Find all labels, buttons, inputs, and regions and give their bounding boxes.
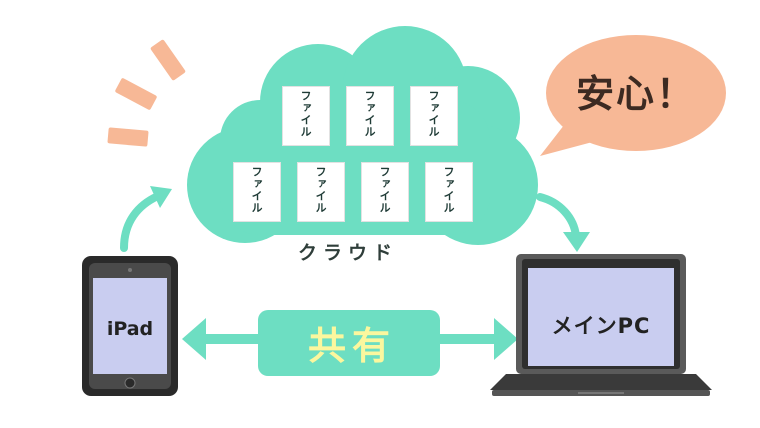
file-tile: ファイル bbox=[297, 162, 345, 222]
cloud-label: クラウド bbox=[298, 242, 399, 264]
share-arrow bbox=[182, 310, 518, 376]
download-arrow bbox=[536, 193, 590, 252]
pc-label: メインPC bbox=[551, 314, 651, 338]
burst-lines bbox=[107, 39, 186, 147]
file-tile: ファイル bbox=[361, 162, 409, 222]
upload-arrow bbox=[120, 186, 172, 252]
ipad-label: iPad bbox=[106, 318, 154, 340]
file-tile: ファイル bbox=[425, 162, 473, 222]
share-label: 共有 bbox=[307, 324, 396, 368]
file-tile: ファイル bbox=[410, 86, 458, 146]
file-tile: ファイル bbox=[233, 162, 281, 222]
speech-bubble bbox=[540, 35, 726, 156]
laptop-device bbox=[490, 254, 712, 396]
file-tile: ファイル bbox=[346, 86, 394, 146]
ipad-device bbox=[82, 256, 178, 396]
file-tile: ファイル bbox=[282, 86, 330, 146]
reassurance-text: 安心！ bbox=[575, 72, 696, 116]
